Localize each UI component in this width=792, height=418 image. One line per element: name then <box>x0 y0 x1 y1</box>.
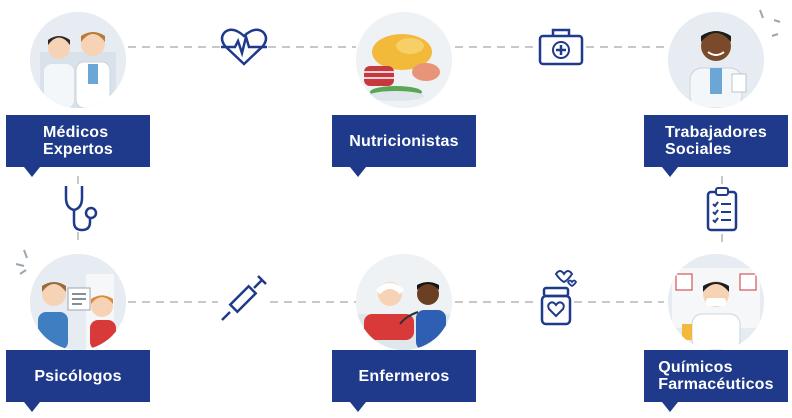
stethoscope-icon <box>58 184 102 234</box>
quimicos-illustration <box>668 254 764 350</box>
clipboard-checklist-icon <box>706 186 738 232</box>
heart-pulse-icon <box>219 26 269 68</box>
first-aid-kit-icon <box>538 26 584 66</box>
sparkle-icon <box>15 249 28 275</box>
medicos-illustration <box>30 12 126 108</box>
label-enfermeros: Enfermeros <box>332 350 476 412</box>
label-nutricionistas: Nutricionistas <box>332 115 476 177</box>
medicine-bottle-hearts-icon <box>538 268 580 326</box>
label-trabajadores: Trabajadores Sociales <box>644 115 788 177</box>
label-medicos: Médicos Expertos <box>6 115 150 177</box>
nutricionistas-illustration <box>356 12 452 108</box>
enfermeros-illustration <box>356 254 452 350</box>
syringe-icon <box>218 272 270 324</box>
psicologos-illustration <box>30 254 126 350</box>
sparkle-icon <box>759 9 781 37</box>
label-psicologos: Psicólogos <box>6 350 150 412</box>
label-quimicos: Químicos Farmacéuticos <box>644 350 788 412</box>
trabajadores-illustration <box>668 12 764 108</box>
